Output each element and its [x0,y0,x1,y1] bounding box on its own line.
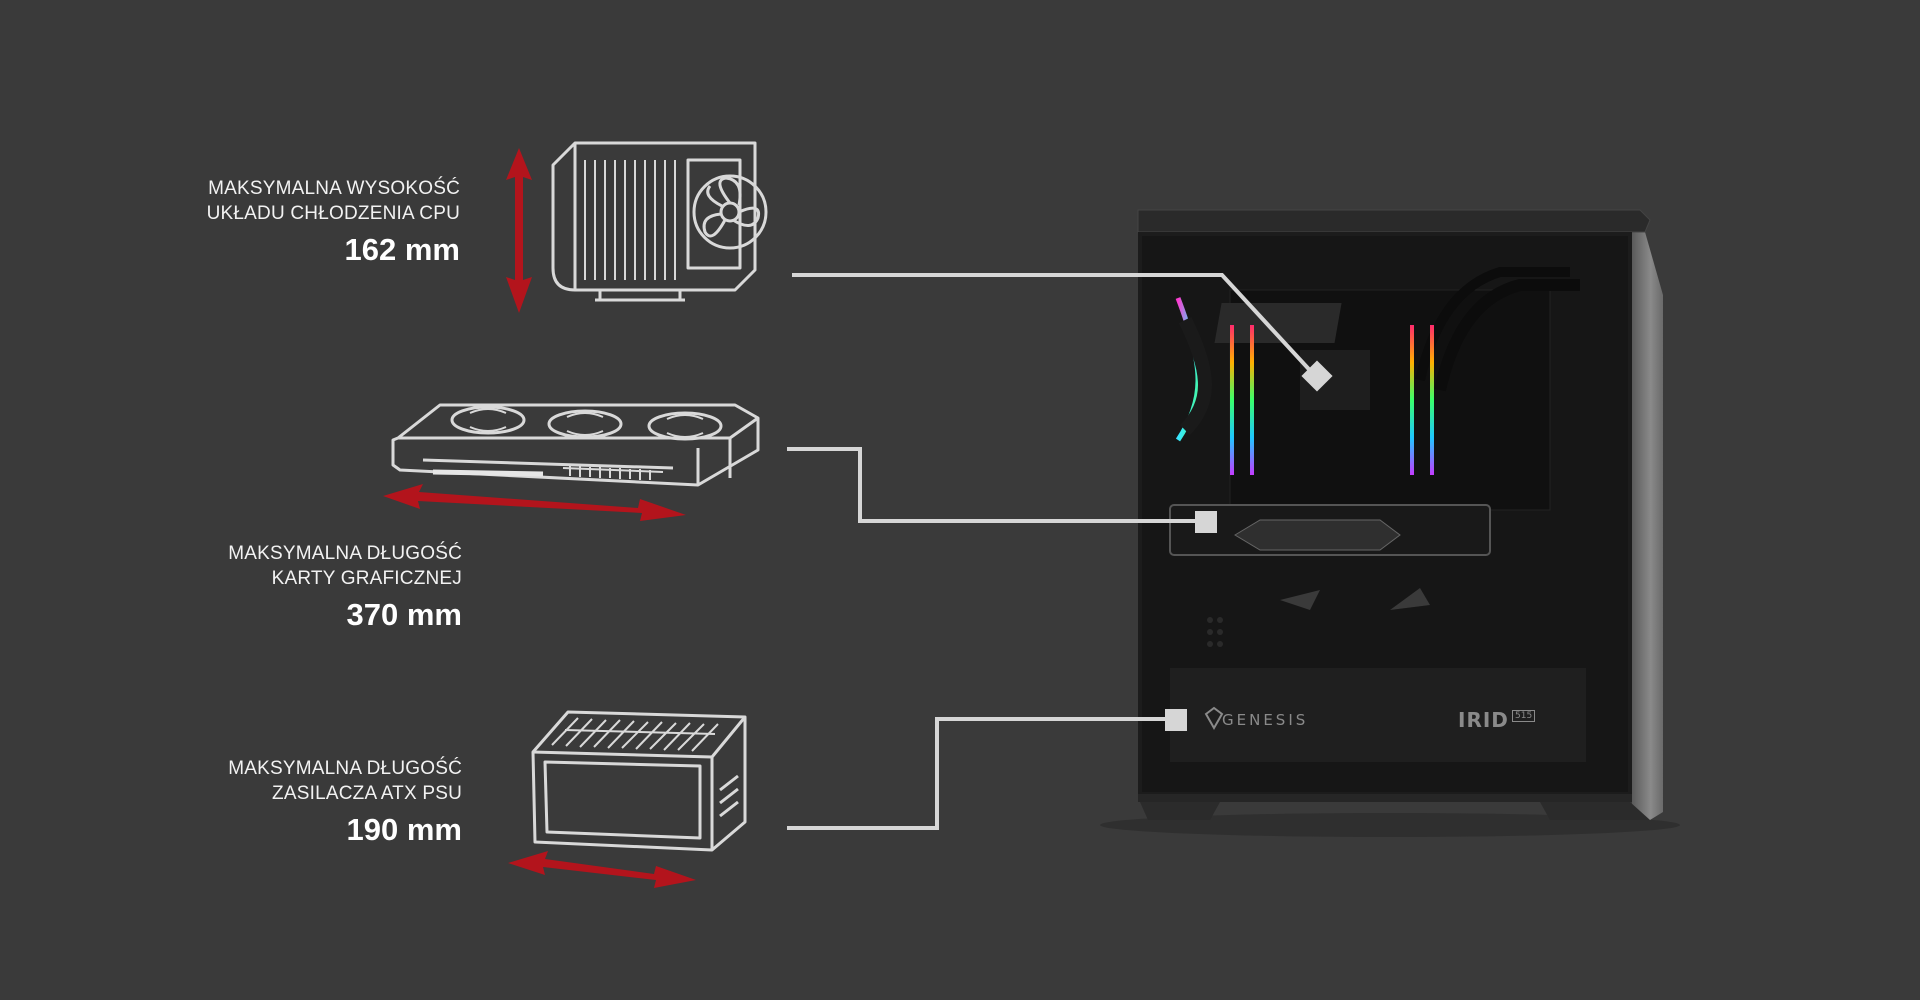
gpu-spec-value: 370 mm [346,597,462,632]
genesis-logo-icon [1204,706,1224,731]
gpu-connector-line [787,447,1205,523]
psu-spec-line2: ZASILACZA ATX PSU [272,783,462,804]
gpu-spec-line1: MAKSYMALNA DŁUGOŚĆ [228,543,462,564]
psu-length-arrow [508,851,696,888]
cpu-marker [1301,360,1333,392]
cpu-spec-line1: MAKSYMALNA WYSOKOŚĆ [208,178,460,199]
cpu-spec-line2: UKŁADU CHŁODZENIA CPU [206,203,460,224]
connector-lines [787,273,1319,830]
graphics-card-icon [391,403,760,487]
cpu-spec-value: 162 mm [344,232,460,267]
gpu-spec-line2: KARTY GRAFICZNEJ [271,568,462,589]
gpu-length-arrow [383,484,686,521]
cpu-cooler-icon [551,141,768,302]
case-interior [1169,267,1586,762]
cpu-cooler-spec: MAKSYMALNA WYSOKOŚĆ UKŁADU CHŁODZENIA CP… [100,176,460,270]
psu-spec-value: 190 mm [346,812,462,847]
psu-spec: MAKSYMALNA DŁUGOŚĆ ZASILACZA ATX PSU 190… [102,756,462,850]
psu-connector-line [787,717,1173,830]
cpu-height-arrow [506,148,532,313]
connector-markers [1165,360,1333,731]
psu-spec-line1: MAKSYMALNA DŁUGOŚĆ [228,758,462,779]
case-model-suffix: 515 [1512,710,1536,722]
gpu-spec: MAKSYMALNA DŁUGOŚĆ KARTY GRAFICZNEJ 370 … [102,541,462,635]
psu-marker [1165,709,1187,731]
case-model-label: IRID [1458,708,1509,732]
power-supply-icon [531,710,747,852]
cpu-connector-line [792,273,1319,380]
case-brand-label: GENESIS [1222,711,1309,729]
gpu-marker [1195,511,1217,533]
